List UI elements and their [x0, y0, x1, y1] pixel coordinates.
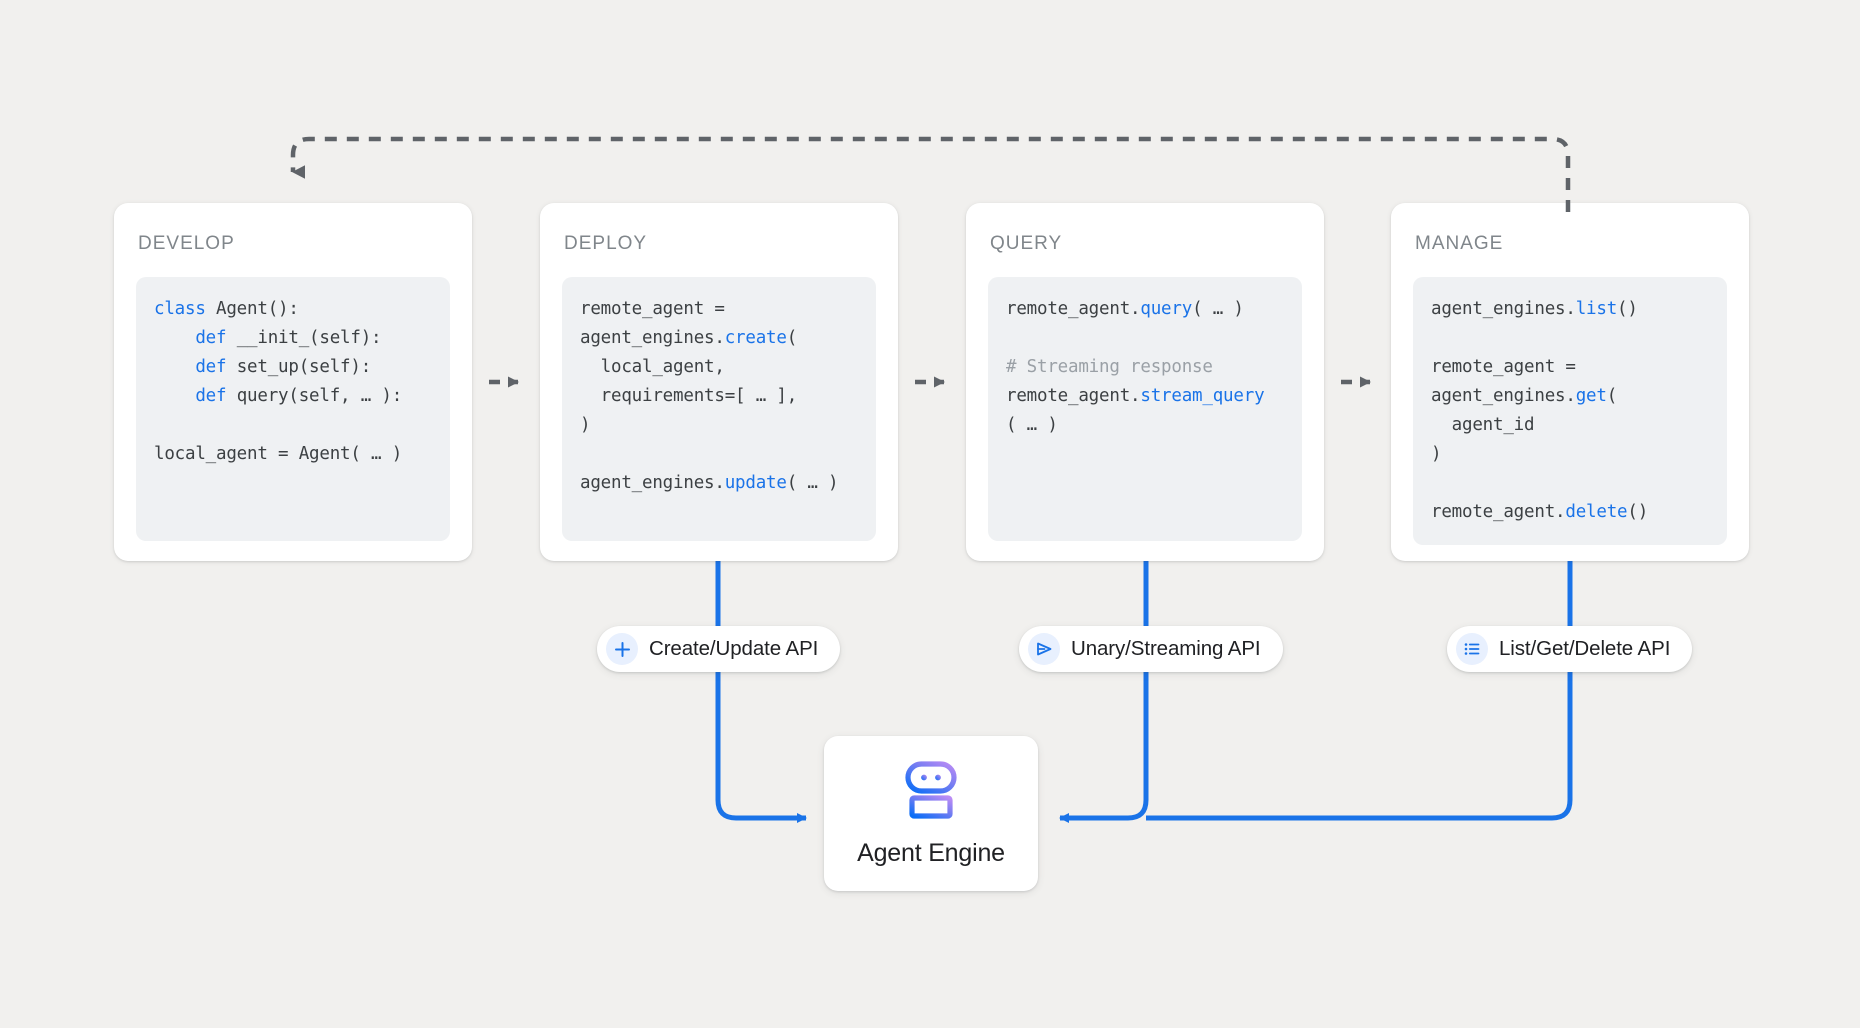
connector-deploy-to-agent-engine: [715, 561, 807, 823]
code-text-query: remote_agent.query( … ) # Streaming resp…: [1006, 299, 1265, 435]
stage-title-query: QUERY: [990, 233, 1063, 254]
api-pill-label-unary-streaming: Unary/Streaming API: [1071, 637, 1261, 660]
api-pill-label-create-update: Create/Update API: [649, 637, 819, 660]
stage-title-develop: DEVELOP: [138, 233, 235, 254]
code-block-manage: agent_engines.list() remote_agent = agen…: [1413, 277, 1727, 545]
code-text-develop: class Agent(): def __init_(self): def se…: [154, 299, 403, 464]
code-block-develop: class Agent(): def __init_(self): def se…: [136, 277, 450, 541]
code-text-deploy: remote_agent = agent_engines.create( loc…: [580, 299, 839, 493]
api-pill-list-get-delete[interactable]: List/Get/Delete API: [1447, 626, 1693, 672]
code-text-manage: agent_engines.list() remote_agent = agen…: [1431, 299, 1649, 522]
robot-icon: [900, 760, 962, 825]
api-pill-unary-streaming[interactable]: Unary/Streaming API: [1019, 626, 1283, 672]
stage-card-develop: DEVELOP class Agent(): def __init_(self)…: [114, 203, 472, 561]
connector-manage-to-agent-engine: [1146, 561, 1573, 821]
api-pill-create-update[interactable]: Create/Update API: [597, 626, 841, 672]
plus-icon: [606, 633, 638, 665]
stage-title-manage: MANAGE: [1415, 233, 1504, 254]
list-icon: [1456, 633, 1488, 665]
stage-title-deploy: DEPLOY: [564, 233, 648, 254]
connector-query-to-agent-engine: [1059, 561, 1149, 823]
api-pill-label-list-get-delete: List/Get/Delete API: [1499, 637, 1671, 660]
agent-engine-label: Agent Engine: [857, 838, 1005, 867]
code-block-deploy: remote_agent = agent_engines.create( loc…: [562, 277, 876, 541]
stage-card-manage: MANAGE agent_engines.list() remote_agent…: [1391, 203, 1749, 561]
connector-feedback-loop: [290, 136, 1571, 212]
stage-card-query: QUERY remote_agent.query( … ) # Streamin…: [966, 203, 1324, 561]
stage-card-deploy: DEPLOY remote_agent = agent_engines.crea…: [540, 203, 898, 561]
code-block-query: remote_agent.query( … ) # Streaming resp…: [988, 277, 1302, 541]
send-triangle-icon: [1028, 633, 1060, 665]
agent-engine-node[interactable]: Agent Engine: [824, 736, 1038, 891]
